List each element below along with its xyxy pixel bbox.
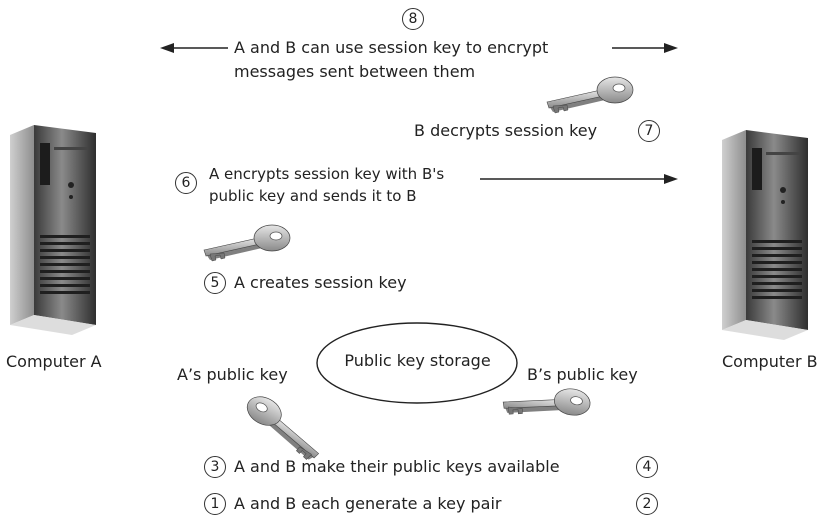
step-6-text-line2: public key and sends it to B — [209, 187, 417, 205]
step-7-number: 7 — [638, 120, 660, 142]
a-public-key-label: A’s public key — [177, 365, 288, 384]
step-3-number: 3 — [204, 456, 226, 478]
computer-a-label: Computer A — [6, 352, 102, 371]
step-6-text-line1: A encrypts session key with B's — [209, 165, 445, 183]
step-8-text-line1: A and B can use session key to encrypt — [234, 38, 549, 57]
step8-arrow — [160, 43, 678, 53]
b-public-key-label: B’s public key — [527, 365, 638, 384]
step-8-text-line2: messages sent between them — [234, 62, 476, 81]
session-key-a-icon — [203, 224, 291, 262]
step-1-number: 1 — [204, 493, 226, 515]
step-1-text: A and B each generate a key pair — [234, 494, 502, 513]
step6-arrow — [480, 174, 678, 184]
step-7-text: B decrypts session key — [414, 121, 598, 140]
computer-b-label: Computer B — [722, 352, 818, 371]
session-key-b-icon — [546, 76, 634, 114]
step-4-number: 4 — [636, 456, 658, 478]
computer-a-icon — [10, 125, 96, 335]
step-2-number: 2 — [636, 493, 658, 515]
public-key-storage-label: Public key storage — [344, 351, 491, 370]
step-5-text: A creates session key — [234, 273, 407, 292]
step-6-number: 6 — [175, 172, 197, 194]
step-5-number: 5 — [204, 272, 226, 294]
step-3-text: A and B make their public keys available — [234, 457, 560, 476]
step-8-number: 8 — [402, 8, 424, 30]
public-key-storage-ellipse — [316, 322, 518, 404]
computer-b-icon — [722, 130, 808, 340]
public-key-a-icon — [237, 390, 331, 464]
